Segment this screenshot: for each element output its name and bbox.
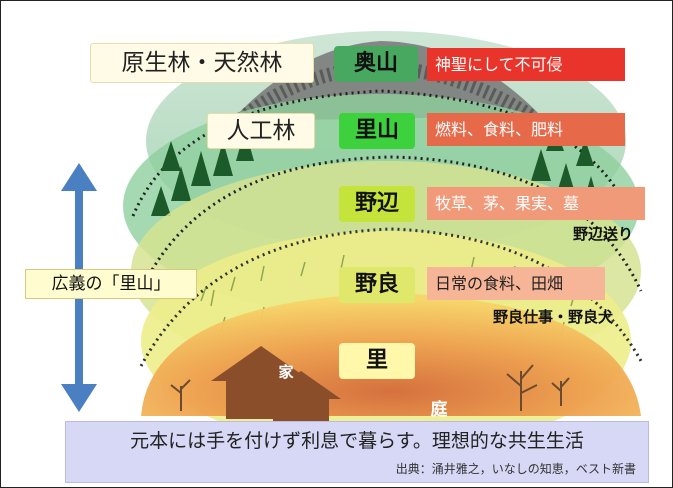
nobe-boundary bbox=[139, 155, 643, 292]
okuyama-tag: 奥山 bbox=[334, 46, 418, 82]
house-icon bbox=[211, 346, 341, 426]
satoyama-tag: 里山 bbox=[339, 113, 415, 149]
house-label: 家 bbox=[278, 362, 294, 381]
primeval-forest-label: 原生林・天然林 bbox=[90, 43, 314, 83]
satoyama-use-label: 燃料、食料、肥料 bbox=[427, 113, 625, 146]
nobe-use-label: 牧草、茅、果実、墓 bbox=[427, 187, 645, 220]
nobe-note: 野辺送り bbox=[572, 224, 633, 243]
broad-satoyama-label: 広義の「里山」 bbox=[25, 269, 197, 299]
nora-use-label: 日常の食料、田畑 bbox=[427, 267, 605, 300]
nora-note: 野良仕事・野良犬 bbox=[492, 307, 613, 326]
caption-box: 元本には手を付けず利息で暮らす。理想的な共生生活 出典：涌井雅之，いなしの知恵，… bbox=[65, 421, 649, 483]
caption-main: 元本には手を付けず利息で暮らす。理想的な共生生活 bbox=[130, 429, 584, 452]
okuyama-treeline bbox=[236, 59, 535, 125]
garden-label: 庭 bbox=[430, 399, 448, 420]
caption-source: 出典：涌井雅之，いなしの知恵，ベスト新書 bbox=[395, 462, 636, 476]
sato-tag: 里 bbox=[339, 343, 415, 379]
nobe-tag: 野辺 bbox=[339, 186, 415, 222]
planted-forest-label: 人工林 bbox=[207, 113, 315, 149]
nora-tag: 野良 bbox=[339, 267, 415, 303]
garden-trees bbox=[170, 364, 570, 411]
okuyama-use-label: 神聖にして不可侵 bbox=[427, 48, 625, 81]
